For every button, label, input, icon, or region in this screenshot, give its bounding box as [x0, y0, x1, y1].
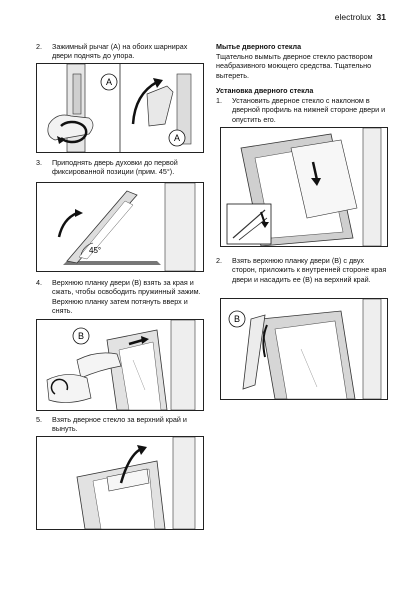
step-number: 1. [216, 96, 222, 105]
install-step-2: 2. Взять верхнюю планку двери (B) с двух… [216, 256, 388, 284]
cleaning-title: Мытье дверного стекла [216, 42, 302, 51]
step-text: Установить дверное стекло с наклоном в д… [232, 96, 386, 124]
figure-hinge-lever: A A [36, 63, 204, 153]
label-b-2: B [234, 314, 240, 324]
brand-name: electrolux [334, 12, 372, 22]
install-step-1: 1. Установить дверное стекло с наклоном … [216, 96, 388, 124]
step-number: 3. [36, 158, 42, 167]
step-text: Взять дверное стекло за верхний край и в… [52, 415, 187, 434]
label-a: A [106, 77, 112, 87]
figure-insert-glass [220, 127, 388, 247]
step-3: 3. Приподнять дверь духовки до первой фи… [36, 158, 208, 177]
step-number: 4. [36, 278, 42, 287]
label-a-2: A [174, 133, 180, 143]
step-text: Взять верхнюю планку двери (B) с двух ст… [232, 256, 387, 284]
figure-remove-glass [36, 436, 204, 530]
step-text: Приподнять дверь духовки до первой фикси… [52, 158, 178, 177]
page-header: electrolux 31 [335, 12, 386, 22]
page-number: 31 [376, 12, 386, 22]
step-text: Зажимный рычаг (A) на обоих шарнирах две… [52, 42, 188, 61]
step-4: 4. Верхнюю планку двери (B) взять за кра… [36, 278, 208, 316]
step-number: 2. [36, 42, 42, 51]
step-number: 5. [36, 415, 42, 424]
figure-door-45: 45° [36, 182, 204, 272]
step-text: Верхнюю планку двери (B) взять за края и… [52, 278, 201, 316]
angle-label: 45° [89, 246, 101, 255]
label-b: B [78, 331, 84, 341]
step-2: 2. Зажимный рычаг (A) на обоих шарнирах … [36, 42, 208, 61]
step-number: 2. [216, 256, 222, 265]
cleaning-text: Тщательно вымыть дверное стекло растворо… [216, 52, 373, 80]
install-title: Установка дверного стекла [216, 86, 314, 95]
figure-attach-strip: B [220, 298, 388, 400]
step-5: 5. Взять дверное стекло за верхний край … [36, 415, 208, 434]
figure-remove-strip: B [36, 319, 204, 411]
